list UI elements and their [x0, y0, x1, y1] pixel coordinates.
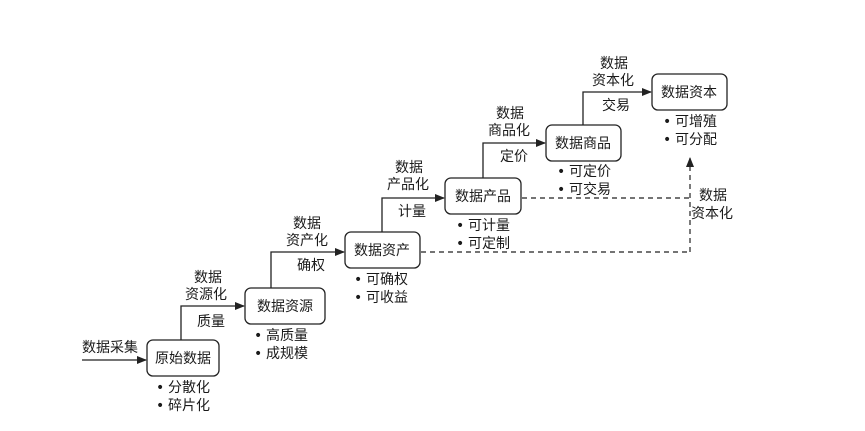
node-box	[651, 73, 728, 111]
step-action: 定价	[500, 149, 528, 165]
node-property: 碎片化	[168, 398, 210, 414]
node-label: 数据资产	[354, 243, 410, 259]
step-productization: 数据 产品化 计量	[381, 160, 445, 232]
step-capitalization: 数据 资本化 交易	[582, 56, 652, 125]
step-title-line2: 产品化	[387, 177, 429, 193]
node-label: 原始数据	[155, 351, 211, 367]
node-label: 数据资源	[257, 299, 313, 315]
step-arrow	[582, 88, 652, 125]
node-property: 可收益	[366, 290, 408, 306]
step-assetization: 数据 资产化 确权	[270, 216, 345, 288]
bullet: •	[557, 182, 565, 198]
bullet: •	[456, 236, 464, 252]
step-title-line1: 数据	[395, 160, 423, 176]
step-arrow	[270, 248, 345, 288]
bullet: •	[354, 272, 362, 288]
node-box	[244, 287, 326, 325]
step-title-line2: 资产化	[286, 233, 328, 249]
node-label: 数据资本	[661, 85, 717, 101]
bullet: •	[254, 346, 262, 362]
node-data-asset: 数据资产 • 可确权 • 可收益	[344, 231, 421, 306]
step-action: 确权	[297, 258, 325, 274]
step-commoditization: 数据 商品化 定价	[482, 106, 546, 178]
node-label: 数据产品	[455, 189, 511, 205]
node-property: 可定价	[569, 164, 611, 180]
bullet: •	[354, 290, 362, 306]
input-label: 数据采集	[82, 339, 138, 356]
step-arrow	[180, 302, 245, 340]
bullet: •	[456, 218, 464, 234]
step-title-line1: 数据	[293, 216, 321, 232]
side-label-line1: 数据	[699, 188, 727, 204]
step-title-line2: 商品化	[488, 123, 530, 139]
node-property: 可定制	[468, 236, 510, 252]
node-property: 可计量	[468, 218, 510, 234]
bullet: •	[557, 164, 565, 180]
node-property: 可分配	[675, 132, 717, 148]
step-title-line1: 数据	[194, 270, 222, 286]
bullet: •	[663, 132, 671, 148]
step-action: 质量	[197, 314, 225, 330]
step-title-line2: 资本化	[592, 73, 634, 89]
node-property: 高质量	[266, 327, 308, 344]
node-property: 可交易	[569, 181, 611, 198]
step-title-line2: 资源化	[185, 287, 227, 303]
node-property: 分散化	[168, 380, 210, 396]
node-box	[146, 339, 220, 377]
side-label-line2: 资本化	[691, 206, 733, 222]
bullet: •	[156, 398, 164, 414]
node-data-product: 数据产品 • 可计量 • 可定制	[444, 177, 522, 252]
node-property: 可确权	[366, 272, 408, 288]
step-title-line1: 数据	[600, 56, 628, 72]
node-data-commodity: 数据商品 • 可定价 • 可交易	[545, 124, 622, 198]
step-title-line1: 数据	[496, 106, 524, 122]
node-property: 成规模	[266, 346, 308, 362]
node-label: 数据商品	[555, 136, 611, 152]
node-property: 可增殖	[675, 113, 717, 130]
bullet: •	[254, 328, 262, 344]
bullet: •	[663, 114, 671, 130]
step-arrow	[482, 139, 546, 178]
step-action: 交易	[602, 97, 630, 114]
node-raw-data: 原始数据 • 分散化 • 碎片化	[146, 339, 220, 414]
step-resourcization: 数据 资源化 质量	[180, 270, 245, 340]
step-arrow	[381, 194, 445, 232]
step-action: 计量	[398, 204, 426, 220]
node-data-capital: 数据资本 • 可增殖 • 可分配	[651, 73, 728, 148]
bullet: •	[156, 380, 164, 396]
node-data-resource: 数据资源 • 高质量 • 成规模	[244, 287, 326, 362]
